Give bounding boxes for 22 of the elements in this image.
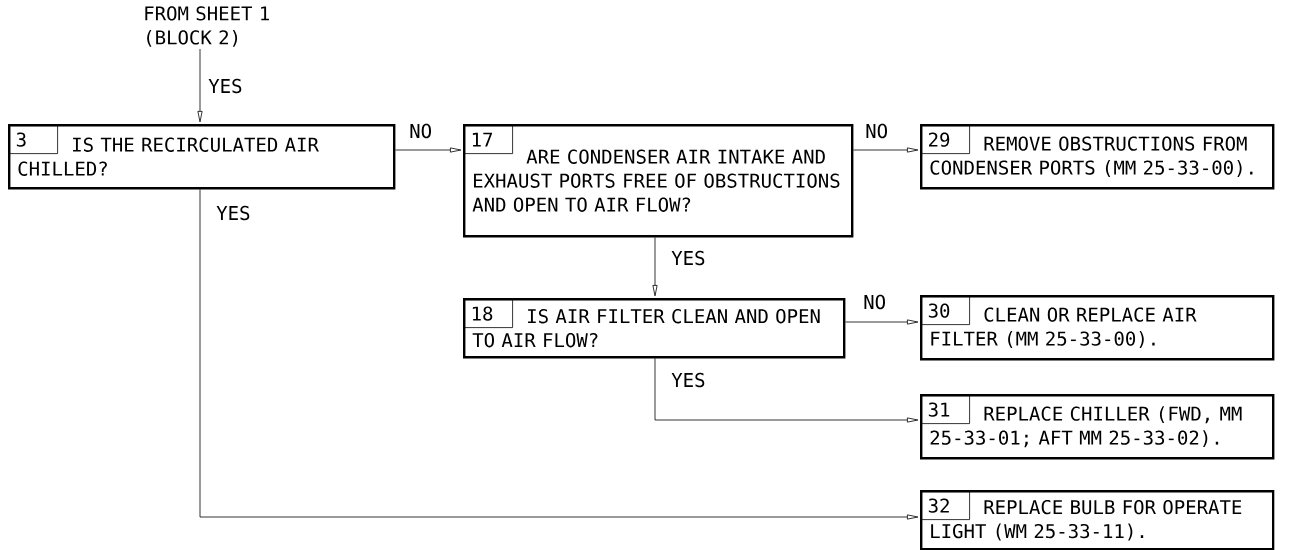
edge-label: NO: [410, 123, 431, 139]
step-number-cell: 32: [921, 491, 970, 520]
arrow: [197, 48, 203, 123]
edge-label: YES: [208, 78, 242, 94]
edge-label: YES: [671, 372, 705, 388]
edge-label: NO: [866, 123, 887, 139]
edge-label: NO: [864, 294, 885, 310]
arrow: [199, 189, 919, 520]
arrow: [845, 319, 919, 325]
step-number-cell: 30: [921, 296, 970, 325]
edge-label: YES: [671, 250, 705, 266]
step-number-cell: 18: [464, 299, 513, 328]
step-number-cell: 31: [921, 395, 970, 424]
step-number-cell: 3: [9, 125, 58, 154]
edge-label: YES: [216, 205, 250, 221]
arrow: [395, 147, 462, 153]
step-number-cell: 17: [464, 125, 513, 154]
arrow: [853, 147, 919, 153]
arrow: [652, 237, 658, 297]
start-note: FROM SHEET 1 (BLOCK 2): [145, 6, 269, 47]
arrow: [654, 358, 919, 423]
step-number-cell: 29: [921, 125, 970, 154]
